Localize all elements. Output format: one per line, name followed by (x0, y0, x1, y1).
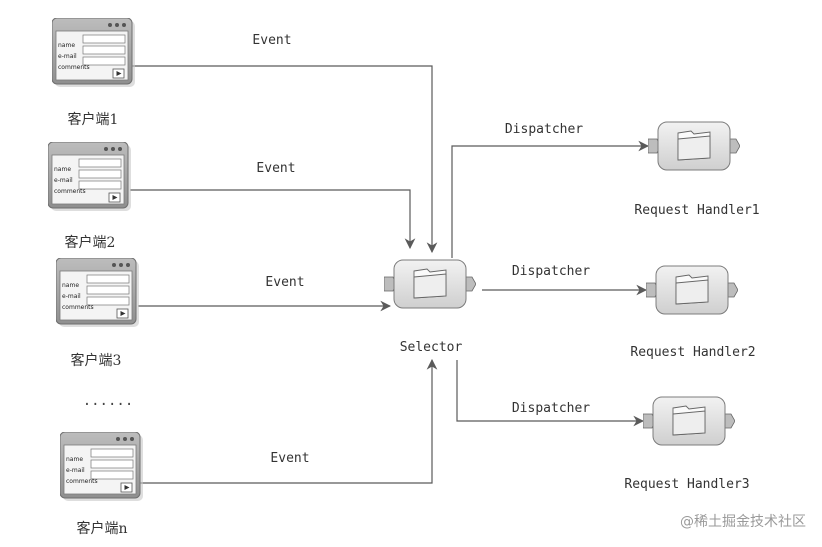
form-email-label: e-mail (54, 177, 73, 184)
event-label-2: Event (256, 161, 295, 176)
request-handler-2: Request Handler2 (630, 265, 756, 360)
handler-label: Request Handler2 (630, 345, 755, 360)
dispatch-arrow-1 (451, 140, 650, 258)
event-label-1: Event (252, 33, 291, 48)
event-arrow-1 (132, 65, 438, 254)
dispatcher-label-1: Dispatcher (505, 122, 583, 137)
folder-component-icon (643, 396, 735, 446)
form-name-label: name (54, 166, 71, 173)
ellipsis: ...... (83, 393, 134, 409)
form-email-label: e-mail (66, 467, 85, 474)
watermark: @稀土掘金技术社区 (680, 514, 806, 530)
client-2: name e-mail comments 客户端2 (48, 142, 132, 251)
form-email-label: e-mail (62, 293, 81, 300)
dispatch-arrow-3 (456, 360, 645, 427)
client-1: name e-mail comments 客户端1 (52, 18, 136, 128)
dispatcher-label-2: Dispatcher (512, 264, 590, 279)
form-name-label: name (58, 42, 75, 49)
form-email-label: e-mail (58, 53, 77, 60)
event-label-n: Event (270, 451, 309, 466)
client-3: name e-mail comments 客户端3 (56, 258, 140, 369)
event-arrow-2 (130, 189, 416, 250)
client-label: 客户端2 (65, 234, 116, 251)
form-name-label: name (62, 282, 79, 289)
selector-label: Selector (400, 340, 463, 355)
request-handler-3: Request Handler3 (624, 396, 750, 492)
handler-label: Request Handler1 (634, 203, 759, 218)
selector: Selector (384, 259, 476, 355)
handler-label: Request Handler3 (624, 477, 749, 492)
form-comments-label: comments (58, 64, 90, 71)
form-comments-label: comments (66, 478, 98, 485)
dispatcher-label-3: Dispatcher (512, 401, 590, 416)
form-name-label: name (66, 456, 83, 463)
folder-component-icon (648, 121, 740, 171)
client-label: 客户端n (76, 520, 127, 537)
client-n: name e-mail comments 客户端n (60, 432, 144, 537)
folder-component-icon (384, 259, 476, 309)
request-handler-1: Request Handler1 (634, 121, 760, 218)
event-arrow-n (138, 358, 438, 484)
client-label: 客户端3 (71, 352, 122, 369)
folder-component-icon (646, 265, 738, 315)
event-label-3: Event (265, 275, 304, 290)
form-comments-label: comments (62, 304, 94, 311)
form-comments-label: comments (54, 188, 86, 195)
client-label: 客户端1 (68, 111, 119, 128)
